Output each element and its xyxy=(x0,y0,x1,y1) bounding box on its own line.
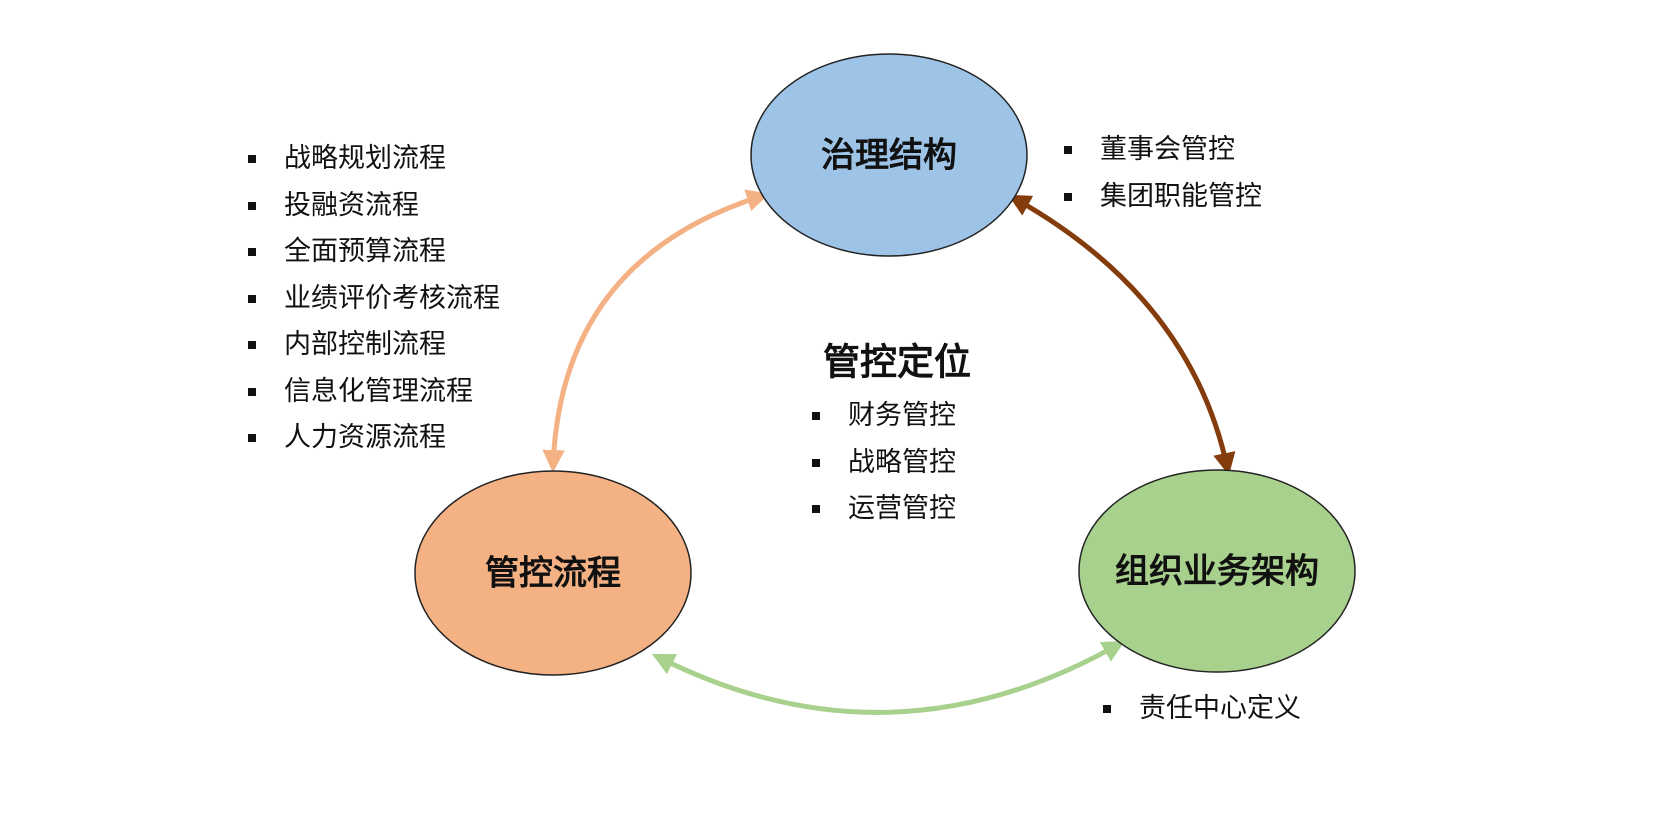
governance-list: 董事会管控 集团职能管控 xyxy=(1064,127,1262,220)
list-item: 人力资源流程 xyxy=(248,415,500,462)
governance-organization-arrow xyxy=(1008,194,1236,476)
list-item: 全面预算流程 xyxy=(248,229,500,276)
list-item: 内部控制流程 xyxy=(248,322,500,369)
governance-node-label: 治理结构 xyxy=(821,136,957,176)
organization-node-label: 组织业务架构 xyxy=(1115,552,1319,592)
process-node-label: 管控流程 xyxy=(485,554,621,594)
control-positioning-list: 财务管控 战略管控 运营管控 xyxy=(812,393,956,533)
process-organization-arrow xyxy=(651,640,1125,715)
list-item: 战略规划流程 xyxy=(248,136,500,183)
organization-list: 责任中心定义 xyxy=(1103,686,1301,733)
process-flow-list: 战略规划流程 投融资流程 全面预算流程 业绩评价考核流程 内部控制流程 信息化管… xyxy=(248,136,500,462)
list-item: 集团职能管控 xyxy=(1064,174,1262,221)
list-item: 责任中心定义 xyxy=(1103,686,1301,733)
list-item: 信息化管理流程 xyxy=(248,369,500,416)
list-item: 董事会管控 xyxy=(1064,127,1262,174)
governance-node xyxy=(750,53,1028,257)
list-item: 投融资流程 xyxy=(248,183,500,230)
process-node xyxy=(414,470,692,676)
center-title: 管控定位 xyxy=(823,341,971,384)
organization-node xyxy=(1078,469,1356,673)
list-item: 财务管控 xyxy=(812,393,956,440)
list-item: 业绩评价考核流程 xyxy=(248,276,500,323)
list-item: 战略管控 xyxy=(812,440,956,487)
process-governance-arrow xyxy=(542,189,770,473)
list-item: 运营管控 xyxy=(812,486,956,533)
